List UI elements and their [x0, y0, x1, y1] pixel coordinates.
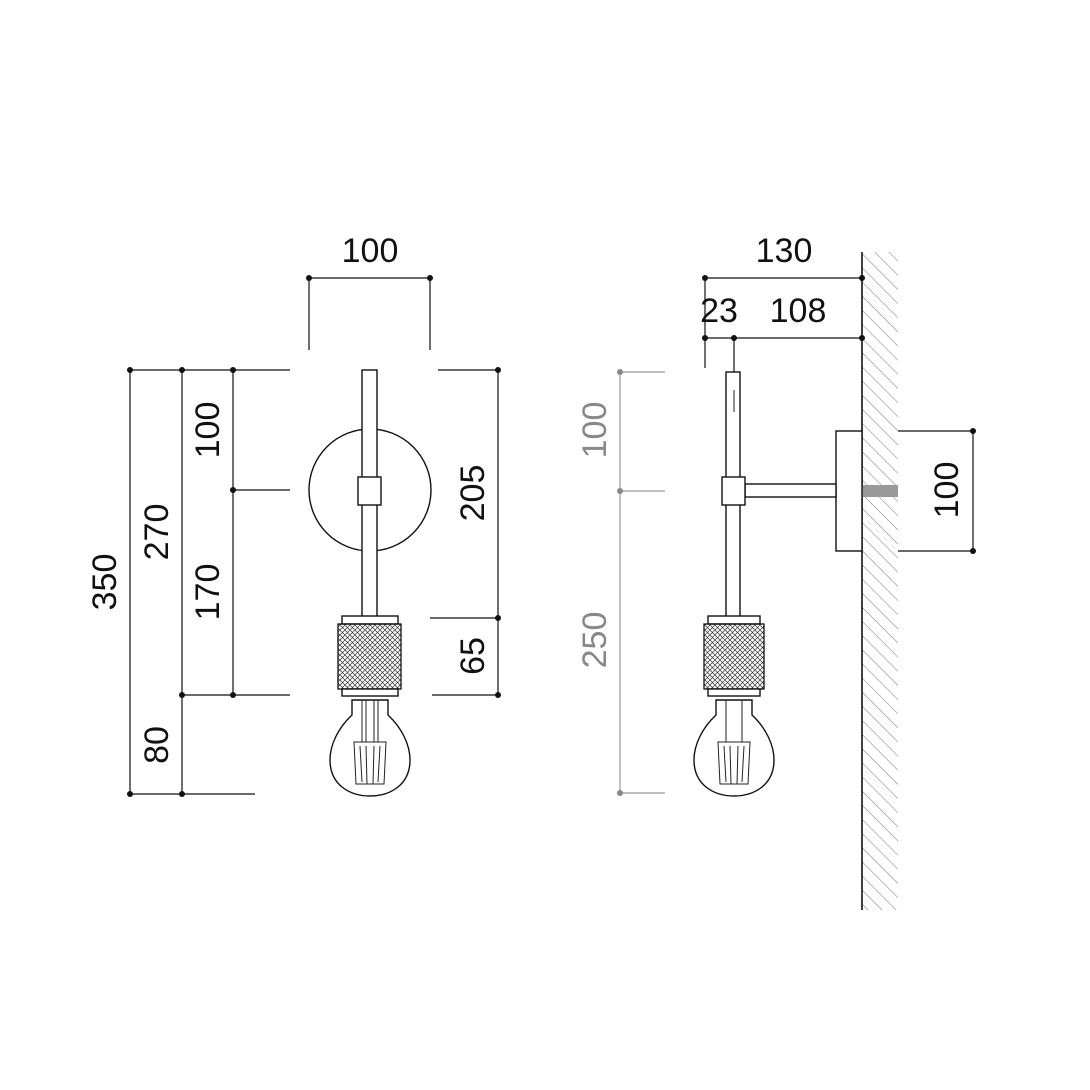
- side-socket: [703, 623, 765, 690]
- front-arm-dimension: 100 170: [189, 367, 236, 698]
- front-body-height-dimension: 270 80: [138, 367, 185, 797]
- front-right-upper-label: 205: [454, 465, 492, 522]
- front-socket-cap: [341, 615, 399, 625]
- front-socket: [337, 623, 402, 690]
- side-bulb: [693, 699, 775, 797]
- side-height-dimension: 100 250: [576, 369, 665, 796]
- side-lower-height-label: 250: [576, 612, 614, 669]
- front-bulb-drop-label: 80: [138, 726, 176, 764]
- front-body-height-label: 270: [138, 504, 176, 561]
- front-socket-height-label: 65: [454, 637, 492, 675]
- front-total-height-dimension: 350: [86, 367, 133, 797]
- side-arm: [744, 483, 837, 498]
- side-depth-dimension: 130 23 108: [700, 232, 865, 372]
- front-right-dimension: 205 65: [454, 367, 501, 698]
- wall-hatch: [862, 252, 898, 910]
- front-width-dimension: 100: [306, 232, 433, 350]
- side-backplate: [835, 430, 863, 552]
- side-depth-total-label: 130: [756, 232, 813, 270]
- front-view: 100 350 270 80 100: [86, 232, 501, 797]
- side-plate-dimension: 100: [898, 428, 976, 554]
- side-socket-ring: [707, 688, 761, 697]
- side-socket-cap: [707, 615, 761, 625]
- front-total-height-label: 350: [86, 554, 124, 611]
- wall-conduit: [862, 485, 898, 497]
- side-arm-top-label: 100: [576, 402, 614, 459]
- front-connector: [357, 476, 382, 506]
- side-connector: [721, 476, 746, 506]
- front-arm-lower-label: 170: [189, 564, 227, 621]
- side-view: 130 23 108 100 250: [576, 232, 976, 910]
- side-plate-height-label: 100: [928, 462, 966, 519]
- side-depth-tube-label: 23: [700, 292, 738, 330]
- front-socket-ring: [341, 688, 399, 697]
- front-bulb: [329, 699, 411, 797]
- side-depth-arm-label: 108: [770, 292, 827, 330]
- front-width-label: 100: [342, 232, 399, 270]
- front-arm-top-label: 100: [189, 402, 227, 459]
